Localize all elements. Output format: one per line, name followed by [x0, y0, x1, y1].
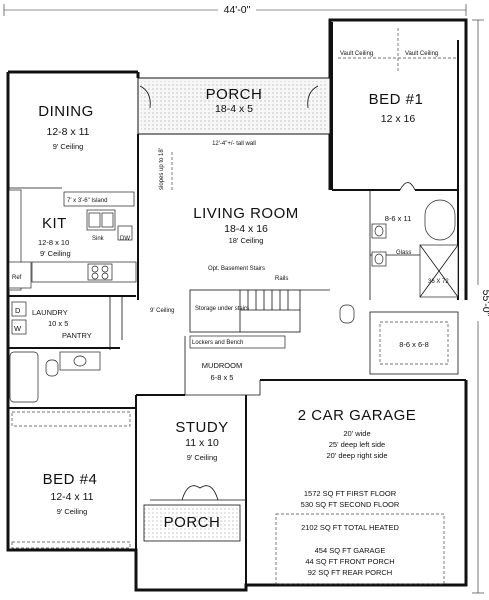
living-room: LIVING ROOM 18-4 x 16 18' Ceiling [137, 134, 299, 300]
storage-label: Storage under stairs [195, 306, 249, 312]
sqft-rear-porch: 92 SQ FT REAR PORCH [308, 568, 392, 577]
bed-4: BED #4 12-4 x 11 9' Ceiling [11, 471, 131, 549]
stair-treads [239, 290, 300, 332]
study-name: STUDY [175, 419, 228, 436]
bed1-name: BED #1 [369, 91, 424, 108]
washer-label: W [14, 324, 22, 333]
mudroom: Lockers and Bench MUDROOM 6-8 x 5 [184, 335, 286, 396]
study-size: 11 x 10 [185, 437, 219, 449]
overall-depth-label: 55'-0" [480, 290, 489, 317]
laundry-name: LAUNDRY [32, 308, 68, 317]
bed1-size: 12 x 16 [381, 113, 416, 125]
hall-bath [8, 347, 136, 427]
overall-width-label: 44'-0" [224, 4, 251, 16]
nine-ceiling-small: 9' Ceiling [150, 308, 175, 314]
dining-size: 12-8 x 11 [47, 126, 90, 138]
sqft-summary: 1572 SQ FT FIRST FLOOR 530 SQ FT SECOND … [275, 489, 445, 585]
kit-ceiling: 9' Ceiling [40, 249, 71, 258]
ref-label: Ref [12, 275, 22, 281]
sqft-total: 2102 SQ FT TOTAL HEATED [301, 523, 399, 532]
laundry-size: 10 x 5 [48, 319, 68, 328]
garage-left: 25' deep left side [329, 440, 385, 449]
mudroom-size: 6-8 x 5 [211, 373, 234, 382]
bath-size: 8-6 x 11 [385, 214, 412, 223]
dw-label: DW [120, 236, 130, 242]
master-closet: 8-6 x 6-8 [369, 311, 459, 375]
sqft-first: 1572 SQ FT FIRST FLOOR [304, 489, 397, 498]
pantry-label: PANTRY [62, 331, 92, 340]
bed4-size: 12-4 x 11 [51, 491, 94, 503]
sqft-front-porch: 44 SQ FT FRONT PORCH [305, 557, 394, 566]
kitchen: 7' x 3'-6" Island Sink DW KIT 12-8 x 10 … [8, 189, 137, 291]
dining-name: DINING [38, 103, 94, 120]
vault-ceiling-left: Vault Ceiling [340, 51, 373, 57]
width-dimension: 44'-0" [3, 3, 467, 16]
rear-porch: PORCH 18-4 x 5 [137, 77, 331, 135]
lockers-label: Lockers and Bench [192, 340, 243, 346]
depth-dimension: 55'-0" [472, 19, 489, 594]
rear-porch-name: PORCH [206, 86, 263, 103]
shower-label: 36 X 72 [428, 279, 449, 285]
basement-stairs: Opt. Basement Stairs [208, 266, 265, 272]
living-size: 18-4 x 16 [224, 223, 268, 235]
tall-wall-note: 12'-4"+/- tall wall [212, 141, 256, 147]
mudroom-name: MUDROOM [202, 361, 242, 370]
study-ceiling: 9' Ceiling [187, 453, 218, 462]
garage-right: 20' deep right side [326, 451, 387, 460]
stairs: Opt. Basement Stairs Rails Storage under… [189, 266, 330, 333]
rails-label: Rails [275, 276, 288, 282]
slope-note: slopes up to 18' [159, 148, 165, 190]
master-bath: 8-6 x 11 Glass 36 X 72 [339, 190, 459, 324]
sink-label: Sink [92, 236, 105, 242]
kit-name: KIT [42, 215, 67, 232]
bed4-name: BED #4 [43, 471, 98, 488]
bed-1: Vault Ceiling Vault Ceiling BED #1 12 x … [332, 28, 458, 191]
study: STUDY 11 x 10 9' Ceiling [150, 395, 247, 585]
glass-label: Glass [396, 250, 411, 256]
vault-ceiling-right: Vault Ceiling [405, 51, 438, 57]
sqft-second: 530 SQ FT SECOND FLOOR [301, 500, 400, 509]
garage-name: 2 CAR GARAGE [298, 407, 417, 424]
dryer-label: D [15, 306, 21, 315]
living-ceiling: 18' Ceiling [229, 236, 264, 245]
garage-wide: 20' wide [343, 429, 370, 438]
rear-porch-size: 18-4 x 5 [215, 103, 253, 115]
dining-room: DINING 12-8 x 11 9' Ceiling [8, 103, 94, 189]
living-name: LIVING ROOM [193, 205, 299, 222]
bed4-ceiling: 9' Ceiling [57, 507, 88, 516]
laundry: D W LAUNDRY 10 x 5 PANTRY 9' Ceiling [8, 295, 175, 350]
front-porch-name: PORCH [164, 514, 221, 531]
dining-ceiling: 9' Ceiling [53, 142, 84, 151]
front-porch: PORCH [143, 504, 241, 542]
kit-size: 12-8 x 10 [38, 238, 69, 247]
sqft-garage: 454 SQ FT GARAGE [315, 546, 386, 555]
closet-size: 8-6 x 6-8 [399, 340, 429, 349]
island-label: 7' x 3'-6" Island [67, 198, 107, 204]
garage: 2 CAR GARAGE 20' wide 25' deep left side… [135, 379, 466, 550]
